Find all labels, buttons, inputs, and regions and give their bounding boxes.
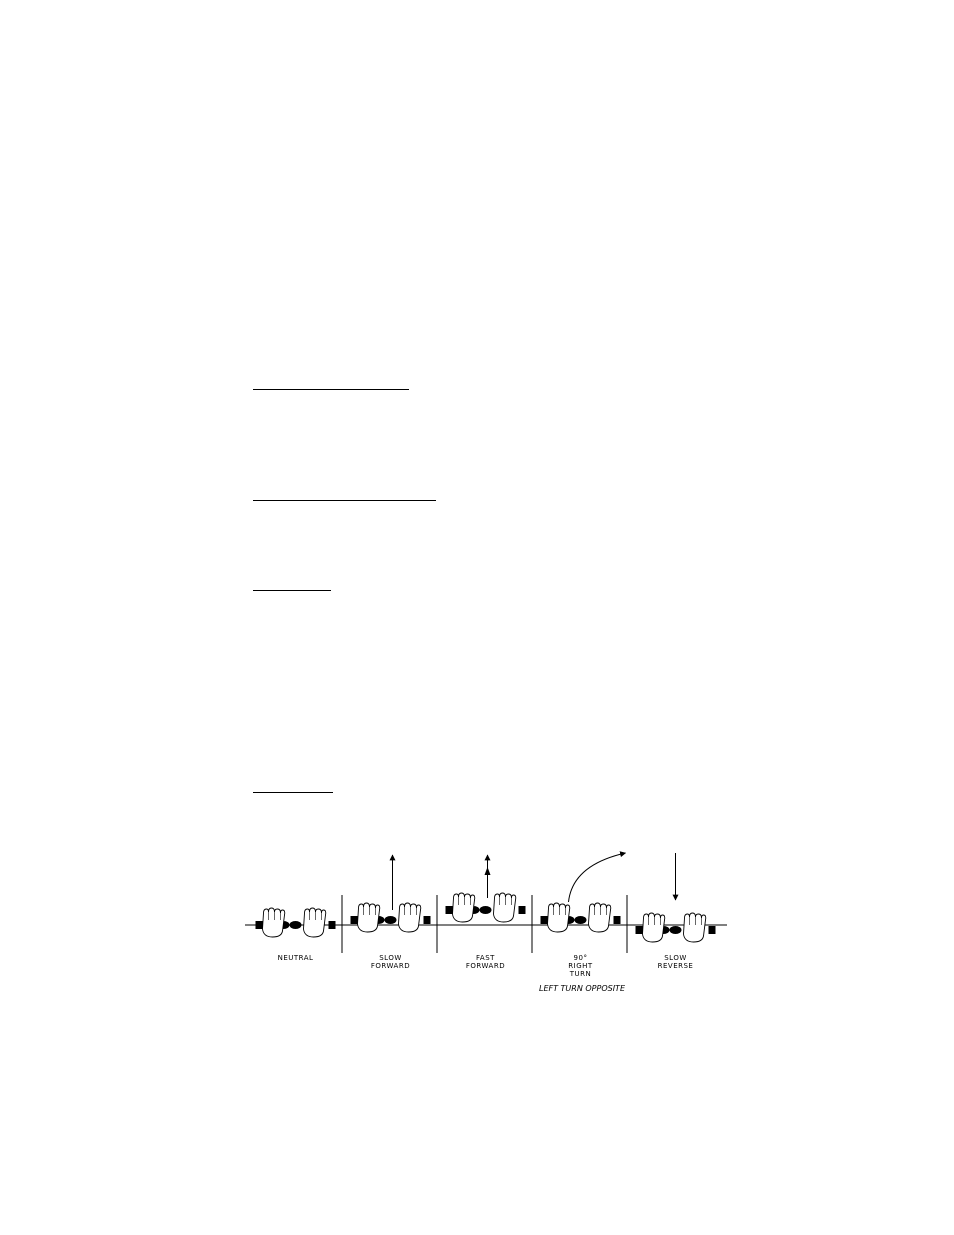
right-hand-icon [588, 902, 612, 933]
section-heading-underline-2 [253, 500, 436, 501]
lever-handle-left [350, 916, 358, 924]
left-hand-icon [642, 912, 666, 943]
right-hand-icon [303, 907, 327, 938]
position-label: TURN [569, 970, 592, 978]
hand-grip [384, 916, 397, 924]
position-label: 90° [574, 954, 588, 962]
lever-handle-right [708, 926, 716, 934]
left-hand-icon [262, 907, 286, 938]
lever-handle-right [423, 916, 431, 924]
position-label: SLOW [664, 954, 687, 962]
position-label: SLOW [379, 954, 402, 962]
position-label: NEUTRAL [278, 954, 314, 962]
left-turn-note: LEFT TURN OPPOSITE [539, 984, 626, 993]
hand-grip [669, 926, 682, 934]
position-label: REVERSE [658, 962, 694, 970]
fast-forward-arrow-icon [484, 867, 491, 875]
lever-handle-right [518, 906, 526, 914]
left-hand-icon [452, 892, 476, 923]
lever-handle-right [613, 916, 621, 924]
section-heading-underline-1 [253, 389, 409, 390]
lever-handle-left [540, 916, 548, 924]
hand-grip [574, 916, 587, 924]
position-label: FORWARD [466, 962, 505, 970]
lever-handle-left [255, 921, 263, 929]
left-hand-icon [357, 902, 381, 933]
right-turn-arrow-icon [568, 851, 627, 903]
position-label: FORWARD [371, 962, 410, 970]
hand-grip [479, 906, 492, 914]
right-hand-icon [398, 902, 422, 933]
right-hand-icon [493, 892, 517, 923]
right-hand-icon [683, 912, 707, 943]
hand-grip [289, 921, 302, 929]
section-heading-underline-4 [253, 792, 333, 793]
section-heading-underline-3 [253, 590, 331, 591]
lever-handle-left [635, 926, 643, 934]
position-label: RIGHT [568, 962, 593, 970]
lever-handle-right [328, 921, 336, 929]
position-label: FAST [476, 954, 495, 962]
left-hand-icon [547, 902, 571, 933]
lever-handle-left [445, 906, 453, 914]
